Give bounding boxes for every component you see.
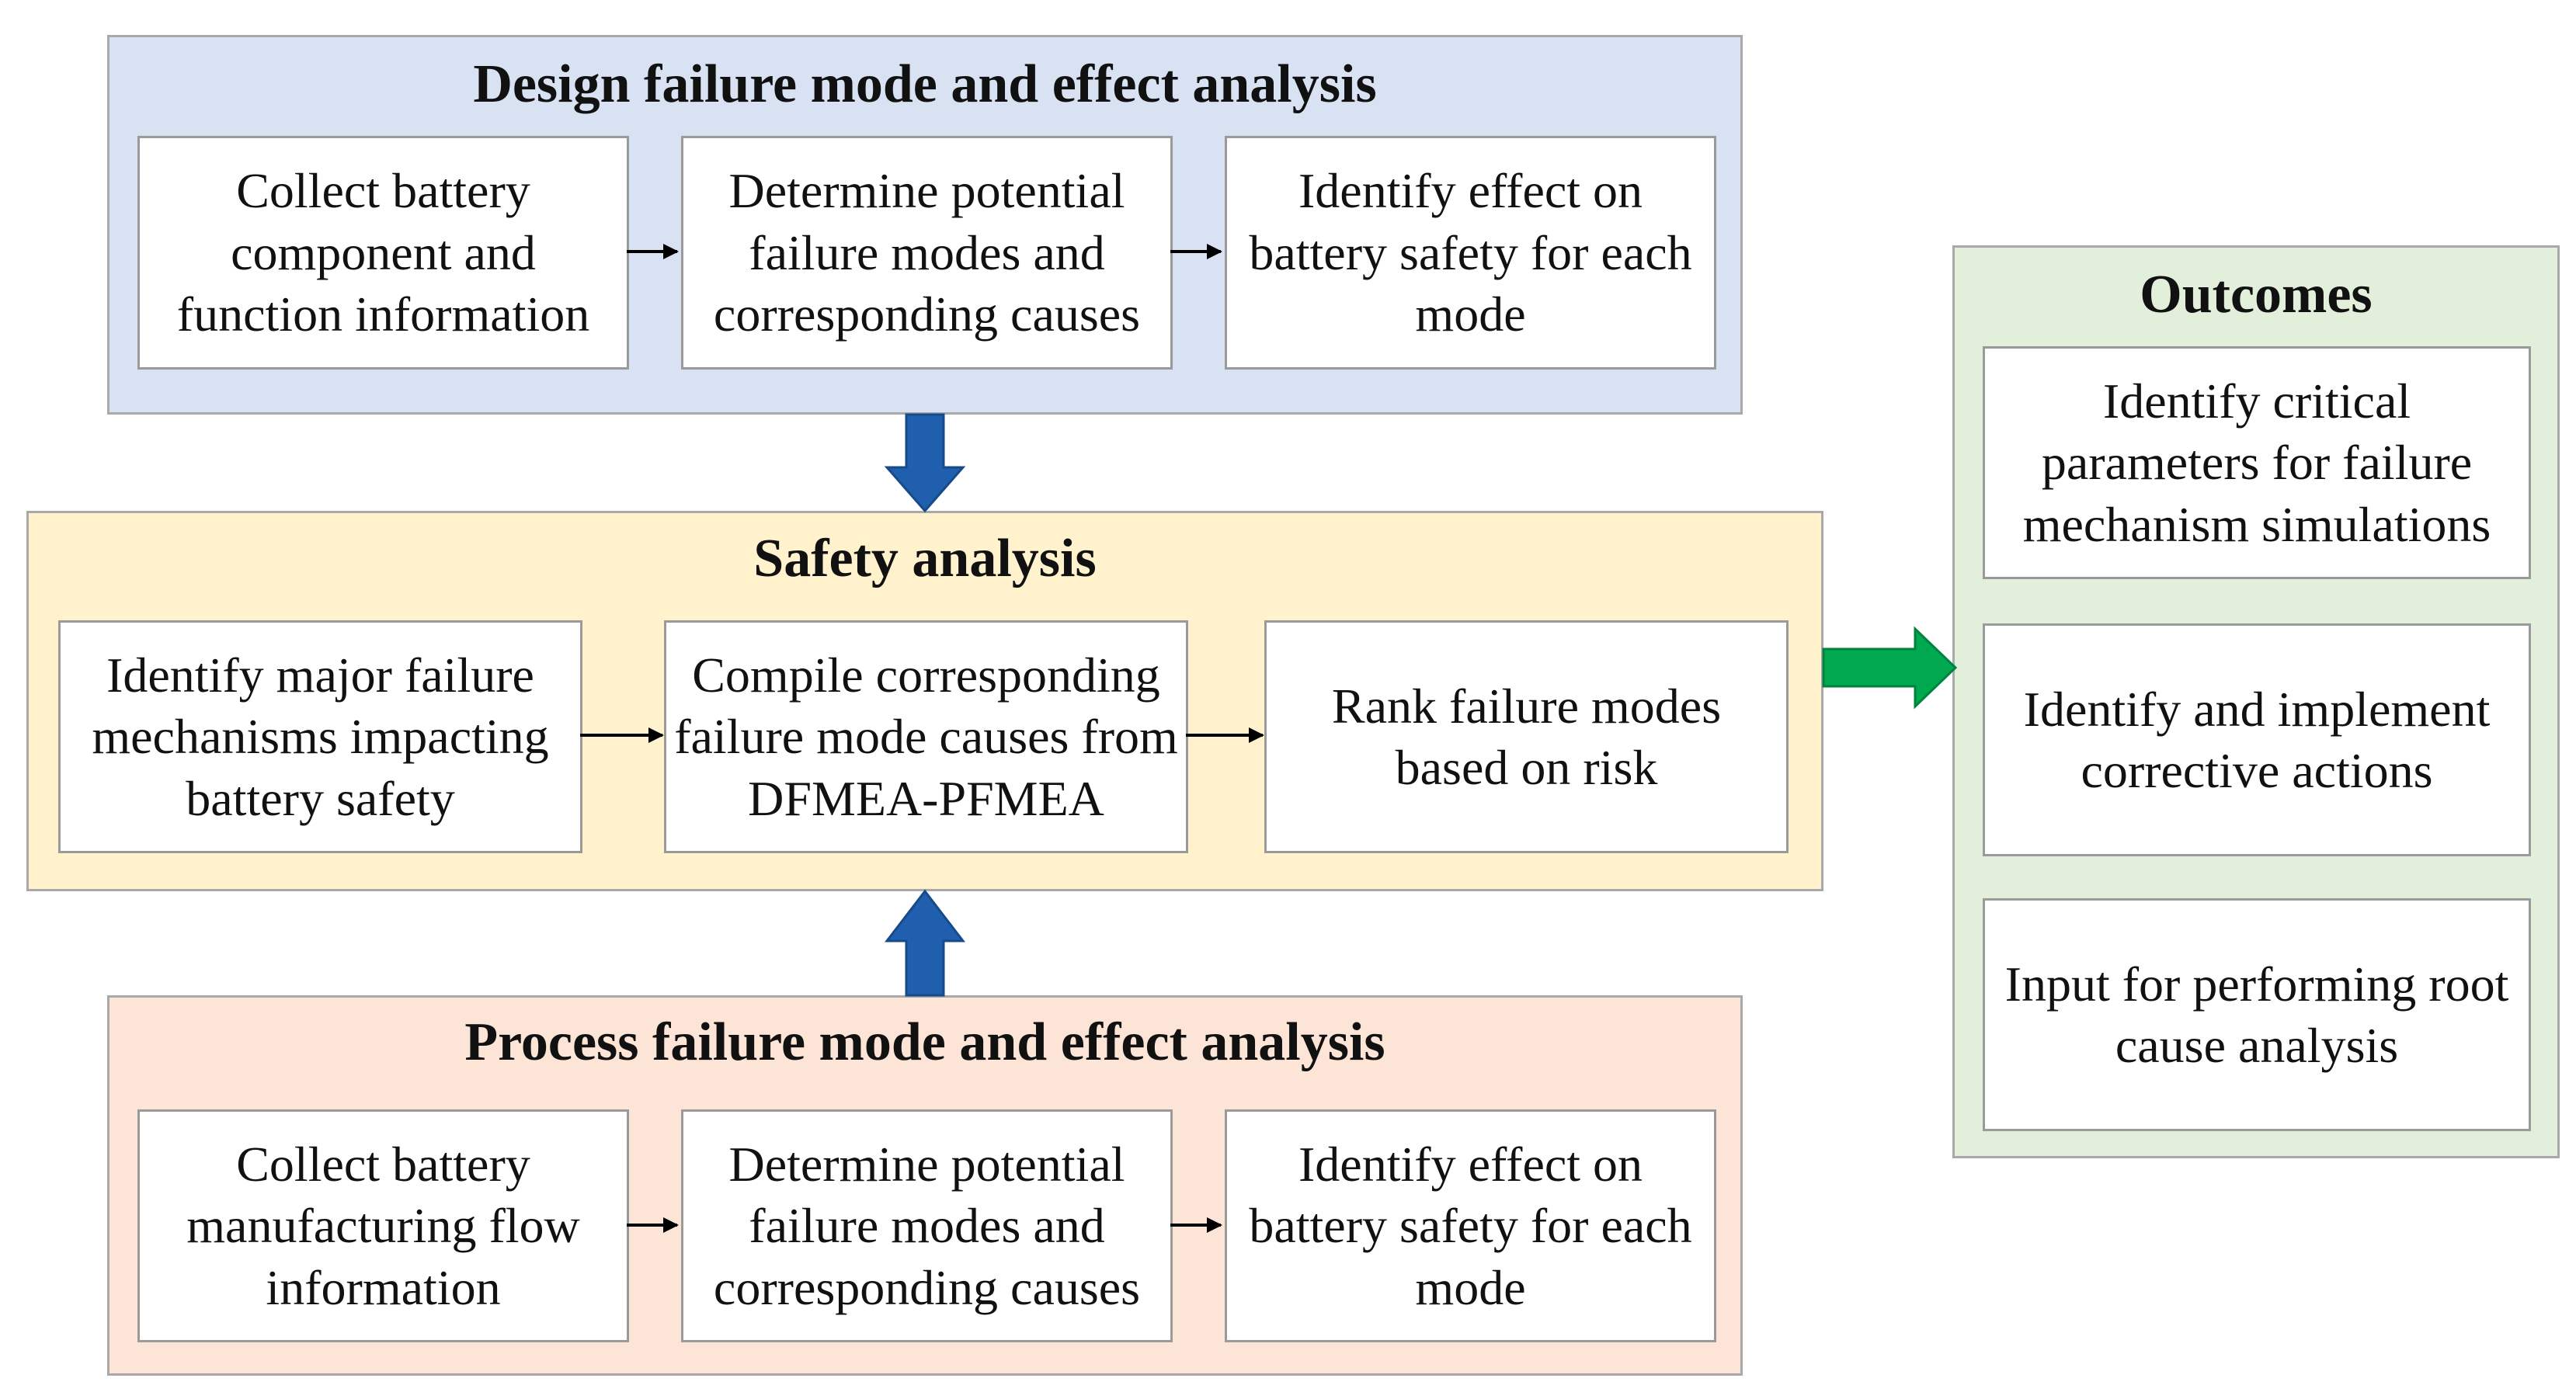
pfmea-panel: Process failure mode and effect analysis… [107,995,1743,1376]
safety-step-2: Compile corresponding failure mode cause… [664,620,1188,853]
pfmea-step-3: Identify effect on battery safety for ea… [1225,1109,1716,1342]
outcomes-panel: Outcomes Identify critical parameters fo… [1952,245,2560,1158]
dfmea-step-1: Collect battery component and function i… [137,136,629,370]
safety-to-outcomes-arrow [1822,626,1958,710]
dfmea-panel: Design failure mode and effect analysis … [107,35,1743,415]
outcome-item-3: Input for performing root cause analysis [1983,898,2531,1131]
safety-analysis-panel: Safety analysis Identify major failure m… [26,511,1823,891]
safety-step-3: Rank failure modes based on risk [1264,620,1789,853]
pfmea-title: Process failure mode and effect analysis [464,1012,1385,1072]
dfmea-title: Design failure mode and effect analysis [473,54,1377,114]
outcomes-title: Outcomes [2140,265,2373,325]
safety-title: Safety analysis [753,529,1097,588]
pfmea-to-safety-arrow [884,889,966,997]
pfmea-step-1: Collect battery manufacturing flow infor… [137,1109,629,1342]
pfmea-step-2: Determine potential failure modes and co… [681,1109,1173,1342]
dfmea-step-2: Determine potential failure modes and co… [681,136,1173,370]
dfmea-step-3: Identify effect on battery safety for ea… [1225,136,1716,370]
outcome-item-1: Identify critical parameters for failure… [1983,346,2531,579]
outcome-item-2: Identify and implement corrective action… [1983,623,2531,856]
safety-step-1: Identify major failure mechanisms impact… [58,620,582,853]
dfmea-to-safety-arrow [884,413,966,513]
